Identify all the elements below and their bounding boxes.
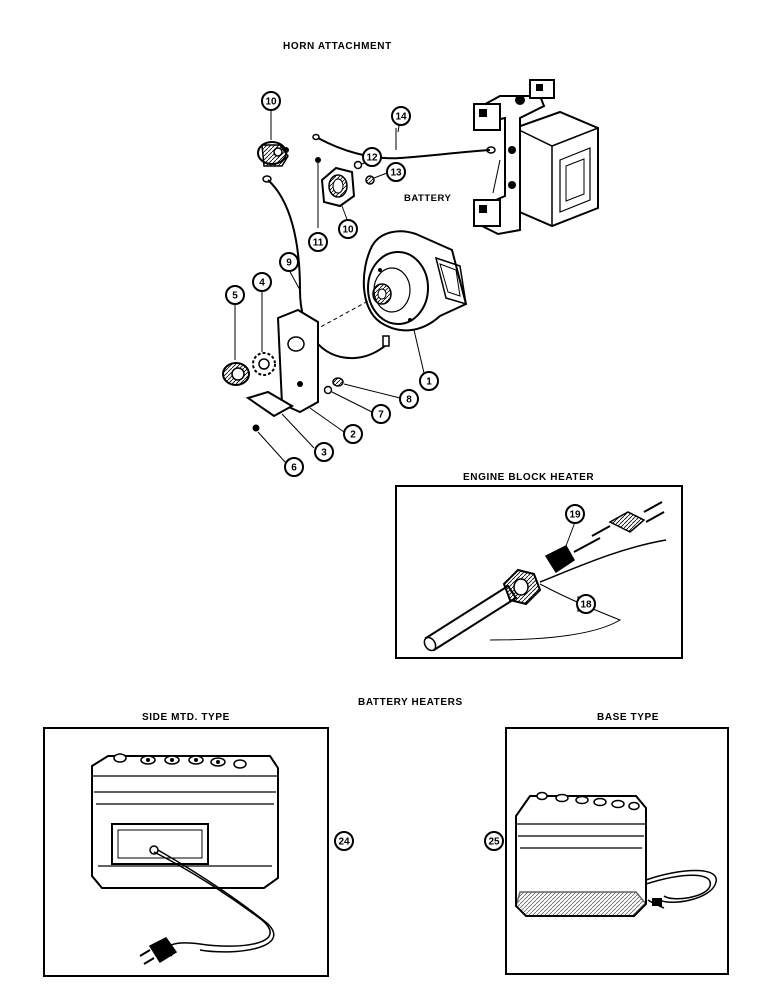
callout-8: 8 <box>399 389 419 409</box>
base-type-battery-drawing <box>515 791 717 917</box>
washer-12 <box>353 160 363 170</box>
callout-7: 7 <box>371 404 391 424</box>
callout-13: 13 <box>386 162 406 182</box>
engine-heater-drawing <box>423 501 667 652</box>
callout-2: 2 <box>343 424 363 444</box>
svg-text:12: 12 <box>366 153 378 164</box>
svg-text:9: 9 <box>286 258 292 269</box>
horn-attachment-title: HORN ATTACHMENT <box>283 41 392 52</box>
horn <box>314 230 468 332</box>
svg-text:25: 25 <box>488 837 500 848</box>
engine-heater-frame <box>395 485 683 659</box>
svg-text:6: 6 <box>291 463 297 474</box>
svg-text:1: 1 <box>426 377 432 388</box>
battery-label: BATTERY <box>404 193 451 204</box>
nut-13 <box>365 175 375 185</box>
callout-11: 11 <box>308 232 328 252</box>
callout-4: 4 <box>252 272 272 292</box>
screw-6 <box>252 424 260 432</box>
horn-wire <box>312 128 496 160</box>
callout-18: 18 <box>576 594 596 614</box>
svg-text:19: 19 <box>569 510 581 521</box>
callout-24: 24 <box>334 831 354 851</box>
svg-text:11: 11 <box>313 238 324 249</box>
horn-bracket <box>276 308 319 414</box>
svg-text:5: 5 <box>232 291 238 302</box>
svg-text:4: 4 <box>259 278 265 289</box>
svg-text:3: 3 <box>321 448 327 459</box>
callout-9: 9 <box>279 252 299 272</box>
callout-10a: 10 <box>261 91 281 111</box>
battery-heaters-title: BATTERY HEATERS <box>358 697 463 708</box>
callout-14: 14 <box>391 106 411 126</box>
switch-bezel <box>320 166 356 208</box>
lock-washer <box>252 352 276 376</box>
side-mtd-type-title: SIDE MTD. TYPE <box>142 712 230 723</box>
nut-8 <box>332 377 344 387</box>
battery-drawing <box>473 79 599 236</box>
engine-block-heater-title: ENGINE BLOCK HEATER <box>463 472 595 483</box>
screw-11 <box>315 157 321 228</box>
callout-25: 25 <box>484 831 504 851</box>
washer-7 <box>323 385 333 395</box>
svg-text:10: 10 <box>265 97 277 108</box>
callout-19: 19 <box>565 504 585 524</box>
base-type-frame <box>505 727 729 975</box>
horn-switch <box>257 141 289 167</box>
base-type-title: BASE TYPE <box>597 712 660 723</box>
svg-text:14: 14 <box>395 112 407 123</box>
svg-text:7: 7 <box>378 410 384 421</box>
callout-12: 12 <box>362 147 382 167</box>
svg-text:13: 13 <box>390 168 402 179</box>
side-mtd-frame <box>43 727 329 977</box>
callout-1: 1 <box>419 371 439 391</box>
svg-text:10: 10 <box>342 225 354 236</box>
svg-text:24: 24 <box>338 837 350 848</box>
callout-3: 3 <box>314 442 334 462</box>
callout-10b: 10 <box>338 219 358 239</box>
svg-text:8: 8 <box>406 395 412 406</box>
side-mtd-battery-drawing <box>91 753 279 965</box>
callout-6: 6 <box>284 457 304 477</box>
callout-5: 5 <box>225 285 245 305</box>
svg-text:2: 2 <box>350 430 356 441</box>
mounting-plate <box>245 390 295 418</box>
svg-text:18: 18 <box>580 600 592 611</box>
mounting-nut <box>222 362 250 386</box>
